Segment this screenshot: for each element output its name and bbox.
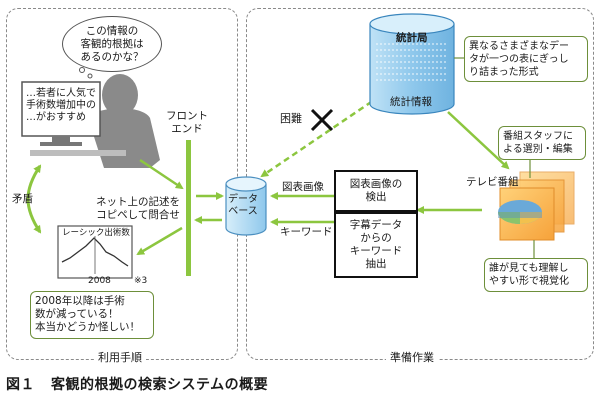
arrow-user-to-frontend [139,158,184,190]
front-end-pole [186,140,191,276]
figure-title: 客観的根拠の検索システムの概要 [51,377,269,393]
contradiction-label: 矛盾 [12,193,33,205]
tv-program-icon [498,171,575,241]
chart-year-label: 2008 [88,276,111,286]
net-query-label: ネット上の記述を コピペして問合せ [96,196,180,221]
cross-icon [310,108,334,132]
monitor-text: …若者に人気で 手術数増加中の …がおすすめ [26,88,96,123]
figure-number: 図１ [6,377,35,393]
keyword-label: キーワード [280,226,333,238]
database-icon [225,176,267,236]
bubble-dot [79,67,85,73]
mini-chart [57,225,133,279]
chart-image-label: 図表画像 [282,181,324,193]
difficult-label: 困難 [280,112,302,125]
arrow-stats-to-db-dashed [260,94,381,178]
arrow-stats-to-tv [447,111,510,170]
keyword-extraction-box: 字幕データ からの キーワード 抽出 [334,212,418,278]
tv-program-label: テレビ番組 [466,176,519,188]
contradiction-arrow [26,164,42,234]
staff-edit-callout: 番組スタッフに よる選別・編集 [498,126,586,160]
bubble-dot [87,73,93,79]
stats-bureau-label: 統計局 [396,32,428,44]
thought-bubble: この情報の 客観的根拠は あるのかな？ [62,16,162,72]
arrow-frontend-to-chart [136,226,183,256]
doubt-callout: 2008年以降は手術 数が減っている！ 本当かどうか怪しい！ [30,291,154,339]
front-end-label: フロント エンド [166,110,208,135]
chart-detection-box: 図表画像の 検出 [334,170,418,212]
stats-database-icon [369,13,455,115]
usage-procedure-label: 利用手順 [94,349,146,365]
stats-format-callout: 異なるさまざまなデー タが一つの表にぎっし り詰まった形式 [464,36,588,82]
preparation-label: 準備作業 [386,349,438,365]
database-label: データ ベース [228,194,258,217]
figure-caption: 図１ 客観的根拠の検索システムの概要 [6,374,268,394]
visualization-callout: 誰が見ても理解し やすい形で視覚化 [484,258,588,292]
monitor-icon [21,81,126,156]
chart-note: ※3 [134,276,148,286]
stats-info-label: 統計情報 [390,96,432,108]
chart-title: レーシック出術数 [62,228,130,238]
